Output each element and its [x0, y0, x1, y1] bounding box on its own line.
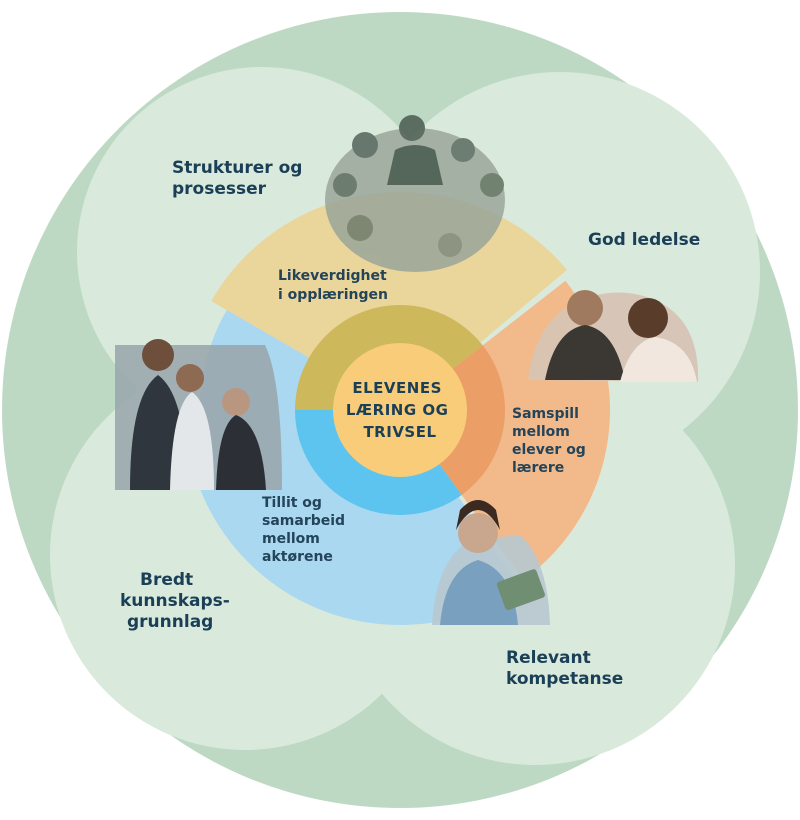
sector-label-line: elever og [512, 442, 586, 458]
teacher-body [545, 325, 625, 380]
student-figure [451, 138, 475, 162]
student-body [620, 337, 697, 382]
right-photo [528, 290, 699, 382]
book-stack-icon [496, 569, 545, 611]
outer-label-line: kunnskaps- [120, 591, 230, 611]
center-label: ELEVENES LÆRING OG TRIVSEL [346, 379, 454, 441]
outer-label-line: grunnlag [127, 612, 213, 632]
colleague-body [170, 392, 214, 490]
colleague-head [222, 388, 250, 416]
outer-label-line: God ledelse [588, 230, 700, 250]
colleague-head [176, 364, 204, 392]
student-figure [352, 132, 378, 158]
sector-label-line: samarbeid [262, 513, 345, 529]
sector-label-line: Likeverdighet [278, 268, 387, 284]
student-head [628, 298, 668, 338]
left-photo [115, 339, 282, 490]
sector-label-line: Tillit og [262, 495, 322, 511]
sector-label-line: Samspill [512, 406, 579, 422]
outer-label-line: Relevant [506, 648, 591, 668]
teacher-body [440, 560, 518, 625]
student-body [387, 145, 443, 185]
top-photo [325, 115, 505, 272]
teacher-head [458, 513, 498, 553]
student-figure [347, 215, 373, 241]
student-figure [399, 115, 425, 141]
sector-label-line: lærere [512, 460, 564, 476]
outer-label-bottom-left: Bredt kunnskaps- grunnlag [120, 570, 236, 632]
student-figure [480, 173, 504, 197]
center-line: LÆRING OG [346, 401, 449, 419]
center-line: TRIVSEL [363, 423, 436, 441]
student-figure [438, 233, 462, 257]
outer-label-right: God ledelse [588, 230, 700, 250]
colleague-head [142, 339, 174, 371]
sector-label-blue: Tillit og samarbeid mellom aktørene [262, 495, 350, 565]
student-figure [333, 173, 357, 197]
outer-label-bottom-right: Relevant kompetanse [506, 648, 623, 689]
sector-label-orange: Samspill mellom elever og lærere [512, 406, 591, 476]
sector-label-line: aktørene [262, 549, 333, 565]
sector-label-line: mellom [512, 424, 570, 440]
teacher-hair [456, 500, 500, 530]
sector-label-line: i opplæringen [278, 287, 388, 303]
teacher-head [567, 290, 603, 326]
sector-label-line: mellom [262, 531, 320, 547]
outer-label-line: kompetanse [506, 669, 623, 689]
outer-label-line: prosesser [172, 179, 267, 199]
center-line: ELEVENES [352, 379, 442, 397]
center-circle [333, 343, 467, 477]
sector-label-yellow: Likeverdighet i opplæringen [278, 268, 392, 303]
outer-label-top-left: Strukturer og prosesser [172, 158, 308, 199]
outer-label-line: Strukturer og [172, 158, 302, 178]
outer-label-line: Bredt [140, 570, 193, 590]
bottom-photo [432, 500, 550, 625]
colleague-body [216, 415, 266, 490]
